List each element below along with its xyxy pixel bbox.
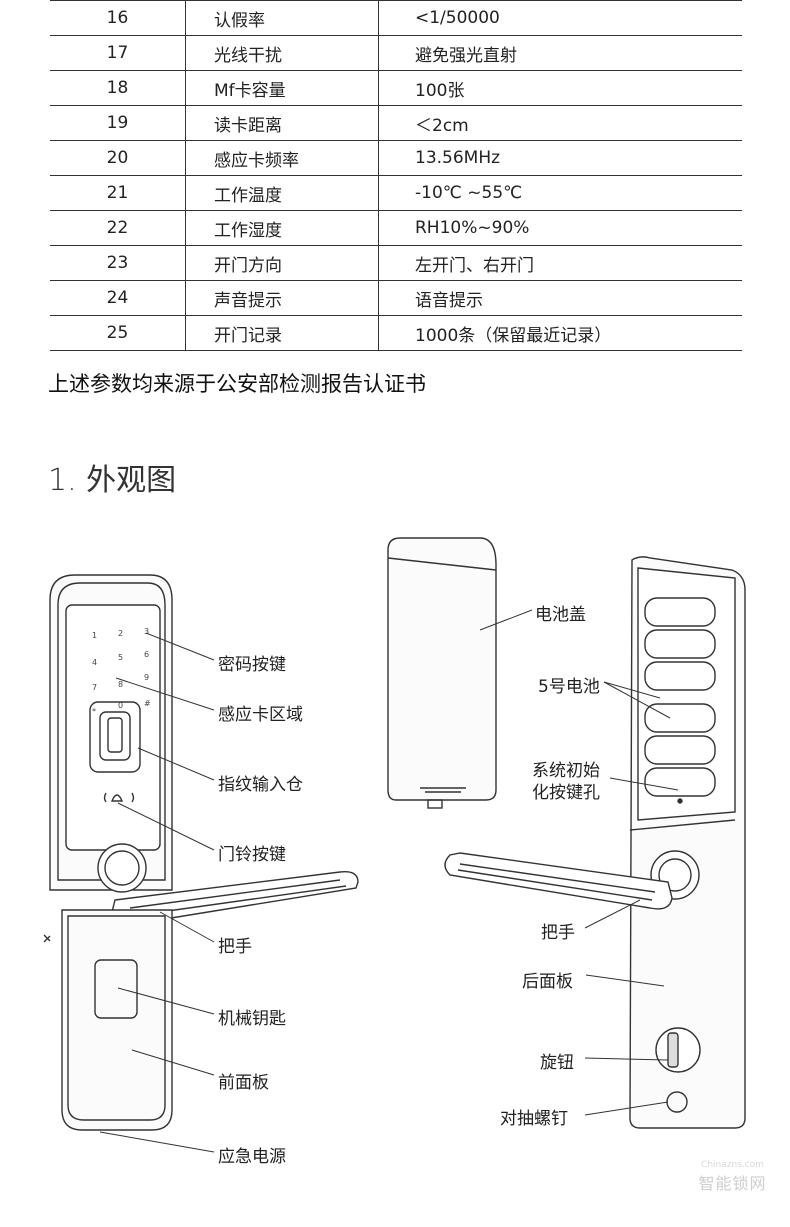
row-param-value: <1/50000 — [378, 0, 742, 36]
mech-key-cover — [94, 959, 138, 1019]
bell-icon — [110, 794, 124, 802]
row-number: 20 — [50, 140, 186, 176]
row-number: 18 — [50, 70, 186, 106]
keypad-key: 7 — [92, 683, 97, 692]
watermark: Chinazns.com 智能锁网 — [690, 1160, 775, 1194]
row-number: 21 — [50, 175, 186, 211]
label-handle-front: 把手 — [218, 937, 252, 957]
label-screw: 对抽螺钉 — [500, 1109, 568, 1129]
label-password-keys: 密码按键 — [218, 655, 286, 675]
watermark-main: 智能锁网 — [698, 1174, 767, 1193]
row-param-name: 工作湿度 — [185, 210, 379, 246]
row-param-name: Mf卡容量 — [185, 70, 379, 106]
label-battery-cover: 电池盖 — [535, 605, 586, 625]
row-number: 22 — [50, 210, 186, 246]
keypad-key: 6 — [144, 650, 149, 659]
keypad-key: 0 — [118, 701, 123, 710]
row-param-value: 避免强光直射 — [378, 35, 742, 71]
battery-cells — [644, 597, 716, 797]
battery-cover — [387, 537, 497, 809]
row-param-name: 认假率 — [185, 0, 379, 36]
row-number: 24 — [50, 280, 186, 316]
lock-diagram: 1 2 3 4 5 6 7 8 9 * 0 # — [43, 537, 746, 1153]
row-param-name: 声音提示 — [185, 280, 379, 316]
row-param-value: RH10%~90% — [378, 210, 742, 246]
row-param-value: 1000条（保留最近记录） — [378, 315, 742, 351]
label-mech-key: 机械钥匙 — [218, 1009, 286, 1029]
row-number: 23 — [50, 245, 186, 281]
row-param-value: 语音提示 — [378, 280, 742, 316]
row-param-name: 读卡距离 — [185, 105, 379, 141]
row-number: 25 — [50, 315, 186, 351]
source-note: 上述参数均来源于公安部检测报告认证书 — [48, 372, 426, 396]
label-doorbell: 门铃按键 — [218, 845, 286, 865]
row-param-name: 光线干扰 — [185, 35, 379, 71]
row-param-name: 开门记录 — [185, 315, 379, 351]
row-param-name: 感应卡频率 — [185, 140, 379, 176]
section-title: 1. 外观图 — [48, 463, 177, 498]
label-handle-back: 把手 — [541, 923, 575, 943]
front-lock — [43, 574, 359, 1131]
keypad-key: 8 — [118, 680, 123, 689]
keypad-key: 9 — [144, 673, 149, 682]
keypad-key: 2 — [118, 629, 123, 638]
label-emergency-power: 应急电源 — [218, 1147, 286, 1167]
keypad-key: 3 — [144, 627, 149, 636]
keypad-key: 4 — [92, 658, 97, 667]
row-param-name: 开门方向 — [185, 245, 379, 281]
row-param-value: 左开门、右开门 — [378, 245, 742, 281]
label-battery: 5号电池 — [538, 677, 600, 697]
row-param-value: 100张 — [378, 70, 742, 106]
label-back-panel: 后面板 — [522, 972, 573, 992]
keypad-key: * — [92, 707, 96, 716]
fingerprint-reader — [89, 701, 141, 773]
label-front-panel: 前面板 — [218, 1073, 269, 1093]
keypad-key: 1 — [92, 631, 97, 640]
row-number: 16 — [50, 0, 186, 36]
keypad-key: 5 — [118, 653, 123, 662]
row-param-name: 工作温度 — [185, 175, 379, 211]
row-param-value: -10℃ ~55℃ — [378, 175, 742, 211]
label-init-hole: 系统初始化按键孔 — [532, 761, 600, 803]
row-number: 19 — [50, 105, 186, 141]
label-card-area: 感应卡区域 — [218, 705, 303, 725]
row-param-value: 13.56MHz — [378, 140, 742, 176]
label-knob: 旋钮 — [540, 1053, 574, 1073]
row-number: 17 — [50, 35, 186, 71]
watermark-sub: Chinazns.com — [701, 1160, 764, 1170]
keypad-key: # — [144, 699, 151, 708]
row-param-value: ＜2cm — [378, 105, 742, 141]
label-fingerprint: 指纹输入仓 — [218, 775, 303, 795]
